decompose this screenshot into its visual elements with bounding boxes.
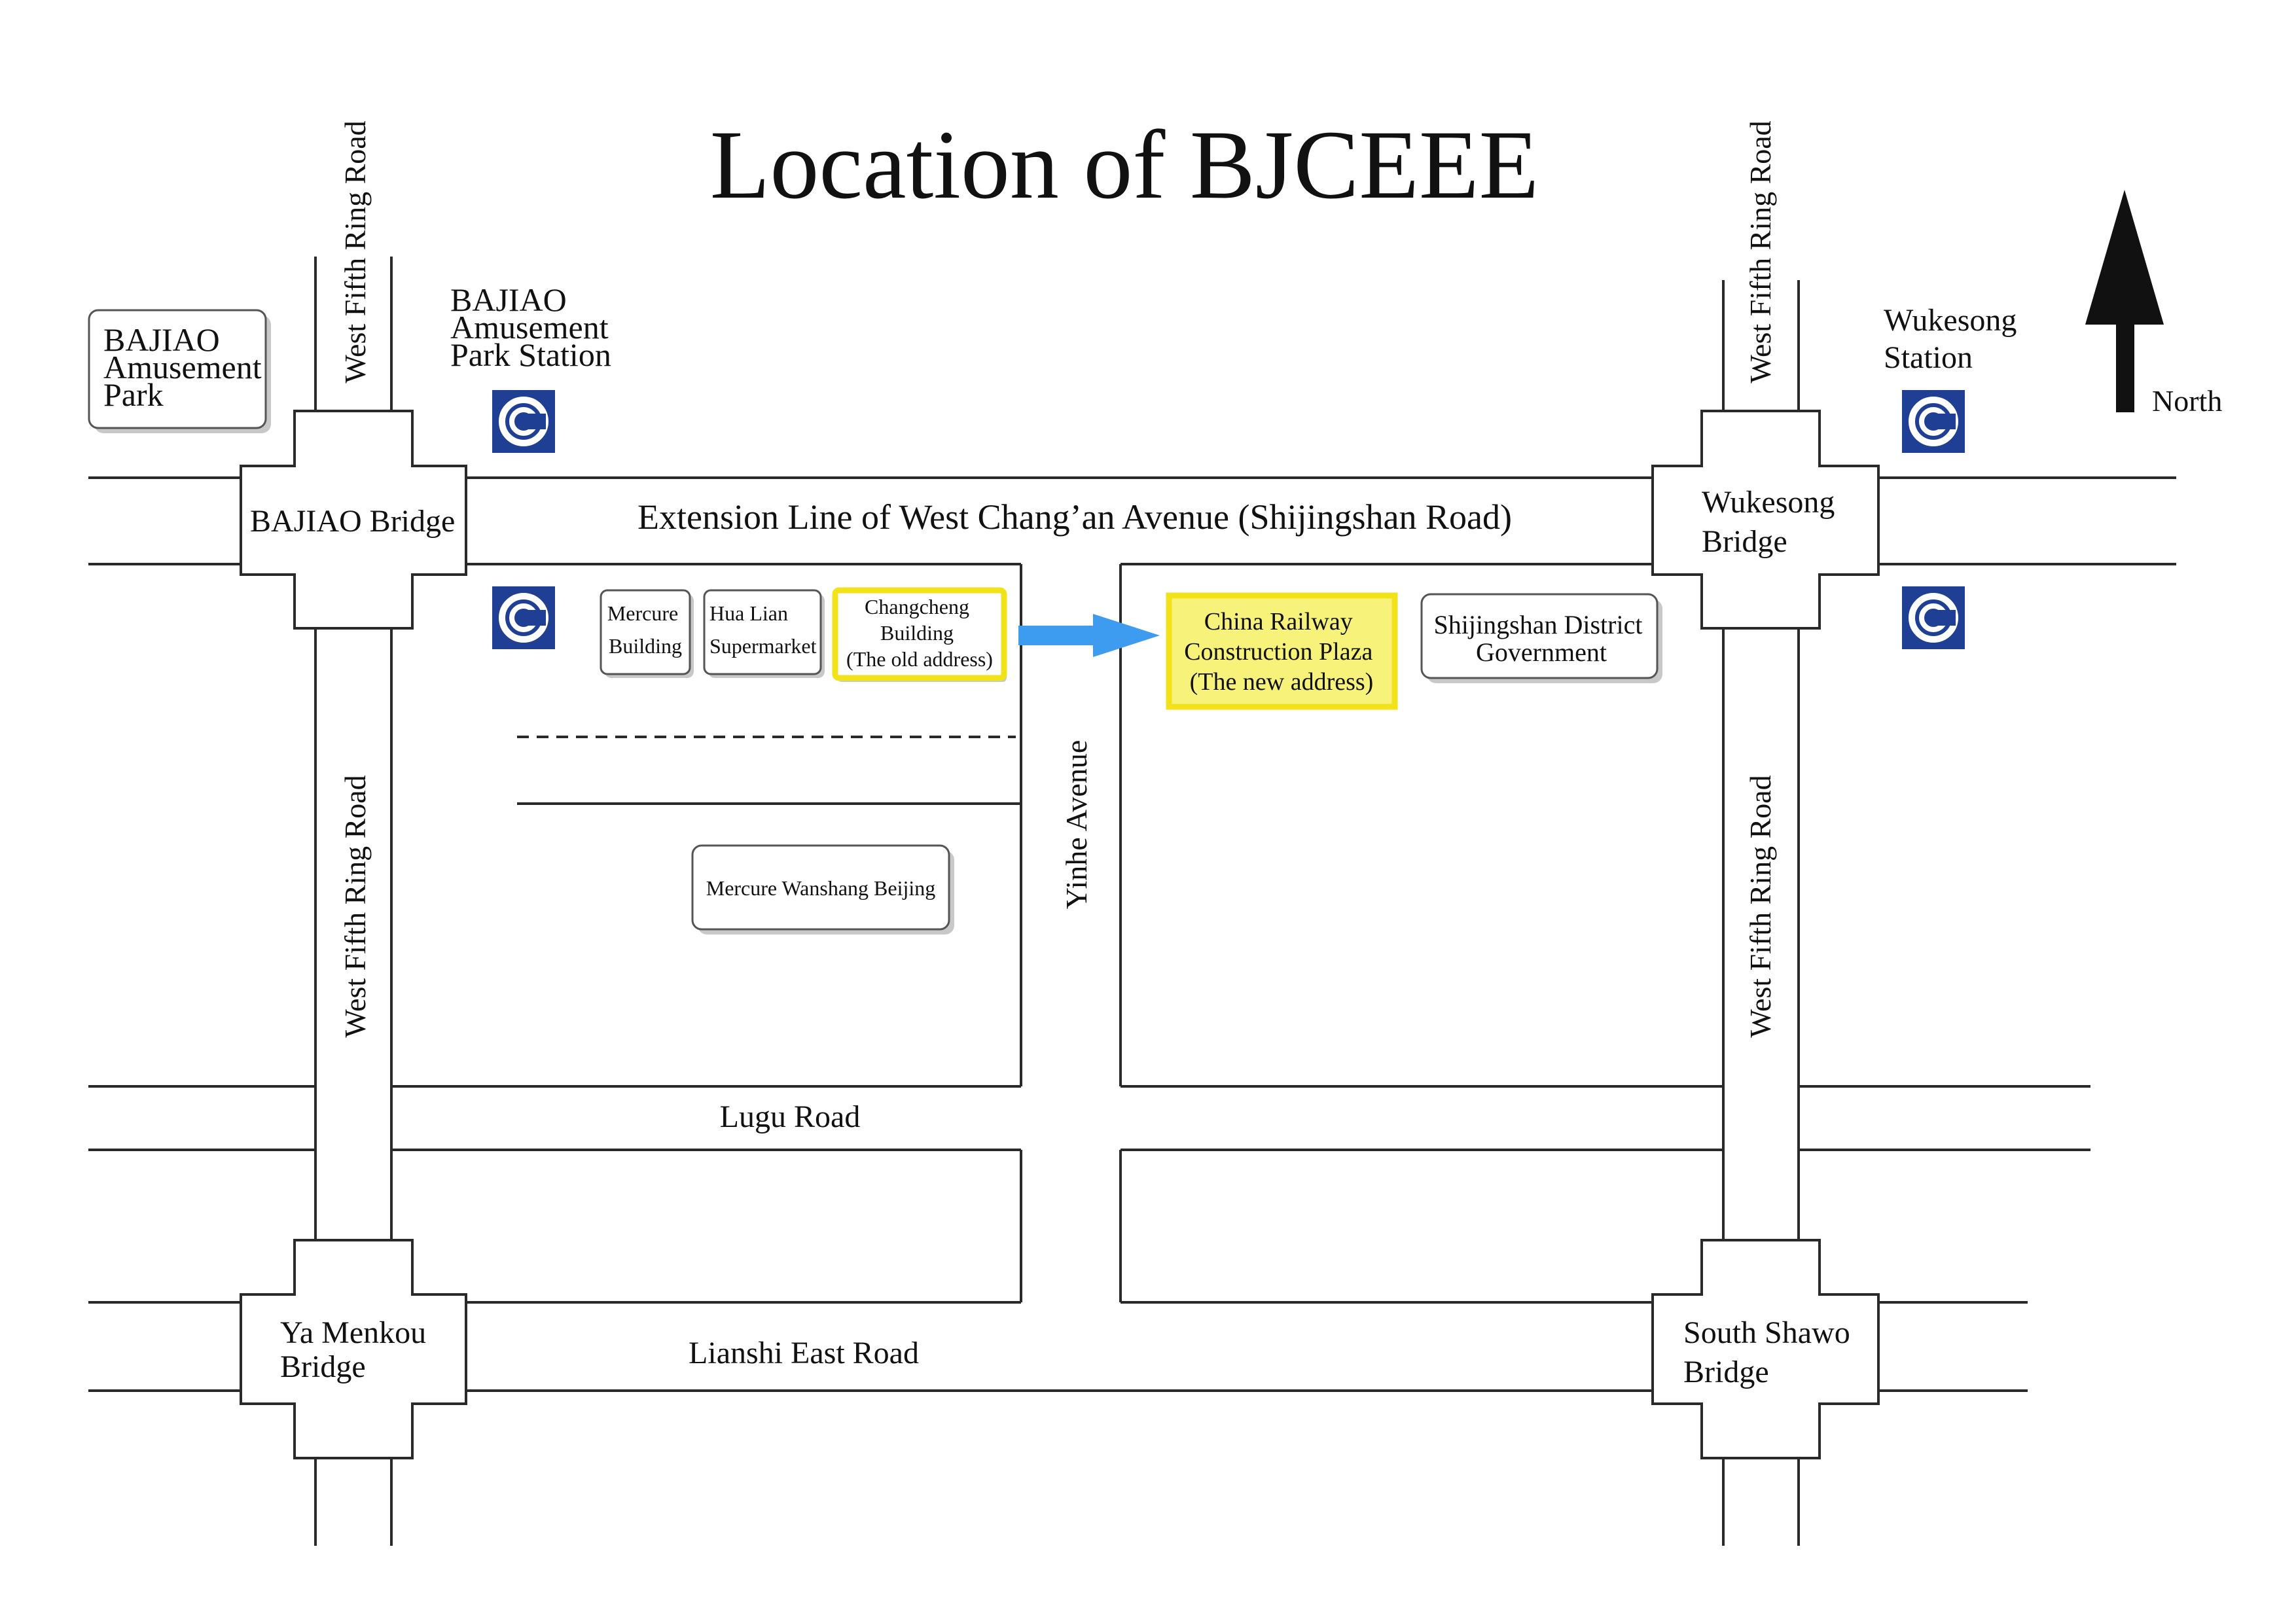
- subway-logo-icon[interactable]: [492, 586, 555, 649]
- svg-text:BAJIAO Amusement P: BAJIAO Amusement Park: [103, 321, 270, 413]
- bridge-bajiao-shape: [240, 410, 467, 630]
- road-label-main-avenue: Extension Line of West Chang’an Avenue (…: [637, 497, 1512, 537]
- svg-text:Hua Lian Supermarket: Hua Lian Supermarket: [709, 601, 817, 658]
- subway-logo-icon[interactable]: [1902, 390, 1965, 453]
- bridge-wukesong-shape: [1651, 410, 1880, 630]
- road-label-lugu: Lugu Road: [720, 1099, 861, 1134]
- road-label-ring-nw: West Fifth Ring Road: [338, 120, 372, 383]
- svg-text:Mercure Building: Mercure Building: [607, 601, 683, 658]
- svg-text:China Railway Constructi: China Railway Construction Plaza (The ne…: [1184, 608, 1379, 696]
- road-network: [88, 257, 2176, 1546]
- bridge-bajiao-label: BAJIAO Bridge: [250, 504, 455, 539]
- subway-logo-icon[interactable]: [1902, 586, 1965, 649]
- road-label-yinhe: Yinhe Avenue: [1060, 740, 1093, 909]
- poi-mercure-building[interactable]: Mercure Building: [600, 589, 694, 678]
- station-label-bajiao: BAJIAO Amusement Park Station: [450, 281, 617, 373]
- svg-text:Shijingshan District Gov: Shijingshan District Government: [1434, 610, 1649, 667]
- poi-hua-lian-supermarket[interactable]: Hua Lian Supermarket: [703, 589, 825, 678]
- bridge-wukesong-label: Wukesong Bridge: [1702, 485, 1842, 559]
- bridge-yamenkou-label: Ya Menkou Bridge: [280, 1315, 434, 1384]
- bridge-south-shawo-label: South Shawo Bridge: [1683, 1315, 1858, 1389]
- svg-text:Changcheng Building: Changcheng Building (The old address): [846, 595, 993, 671]
- poi-mercure-wanshang-beijing[interactable]: Mercure Wanshang Beijing: [691, 844, 954, 935]
- svg-text:Mercure Wanshang Beijing: Mercure Wanshang Beijing: [706, 876, 936, 900]
- bridge-yamenkou-shape: [240, 1239, 467, 1459]
- arrow-right-icon: [1018, 614, 1160, 657]
- poi-bajiao-amusement-park[interactable]: BAJIAO Amusement Park: [88, 309, 271, 433]
- poi-china-railway-construction-plaza[interactable]: China Railway Construction Plaza (The ne…: [1166, 592, 1398, 710]
- poi-shijingshan-district-government[interactable]: Shijingshan District Government: [1420, 593, 1662, 683]
- compass-north-label: North: [2152, 384, 2222, 418]
- bridge-south-shawo-shape: [1651, 1239, 1880, 1459]
- map-title: Location of BJCEEE: [710, 111, 1539, 219]
- subway-logo-icon[interactable]: [492, 390, 555, 453]
- north-arrow-icon: [2085, 190, 2164, 412]
- road-label-lianshi: Lianshi East Road: [689, 1336, 919, 1370]
- road-label-ring-w: West Fifth Ring Road: [338, 775, 372, 1037]
- road-label-ring-e: West Fifth Ring Road: [1744, 775, 1777, 1037]
- station-label-wukesong: Wukesong Station: [1884, 303, 2024, 375]
- road-label-ring-ne: West Fifth Ring Road: [1744, 120, 1777, 383]
- poi-changcheng-building-old-address[interactable]: Changcheng Building (The old address): [832, 587, 1007, 682]
